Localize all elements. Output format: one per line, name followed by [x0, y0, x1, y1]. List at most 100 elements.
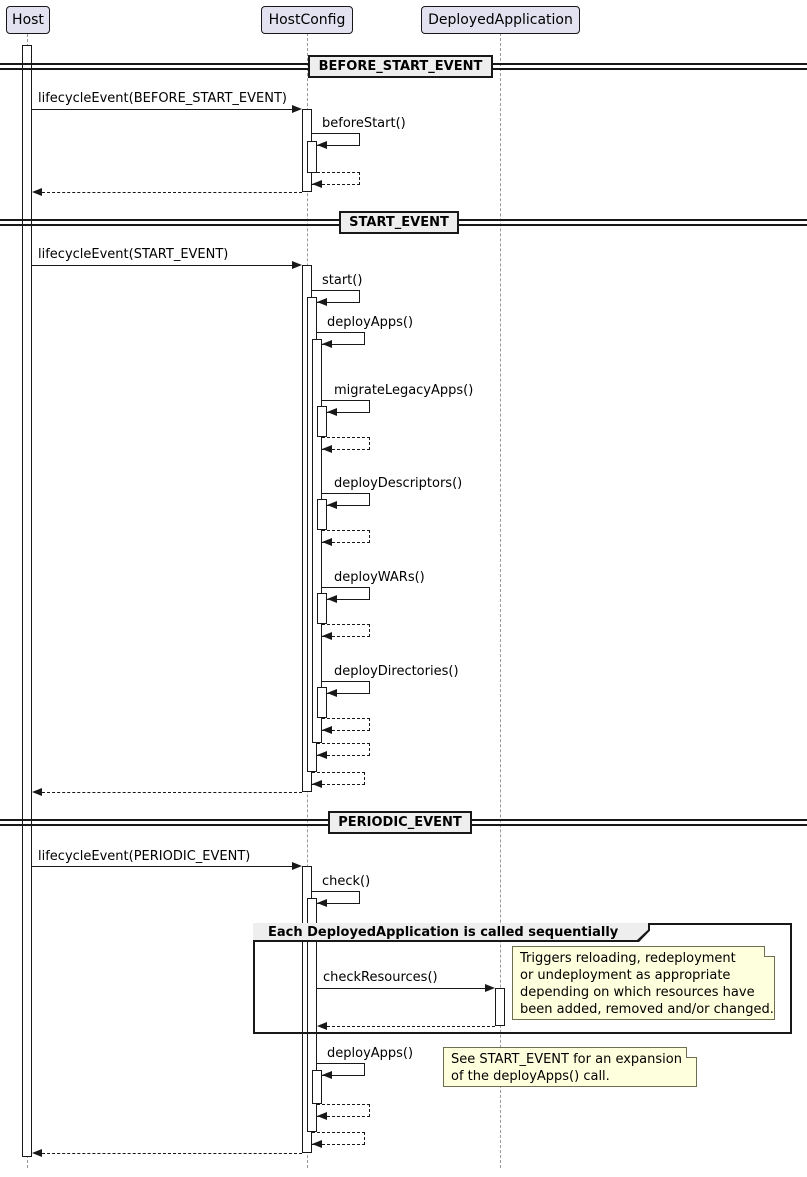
arrowhead [322, 726, 332, 734]
self-return-deploy-directories [322, 718, 370, 731]
arrowhead [312, 780, 322, 788]
return-to-host-periodic [42, 1153, 302, 1154]
activation-bar-host [22, 45, 32, 1157]
note-check-resources: Triggers reloading, redeployment or unde… [512, 946, 775, 1020]
message-label-deploy-descriptors: deployDescriptors() [334, 476, 463, 491]
self-call-before-start [312, 133, 360, 146]
self-return-check [312, 1132, 365, 1145]
return-to-host-start [42, 792, 302, 793]
message-label-before-start: beforeStart() [322, 116, 406, 131]
participant-hostconfig: HostConfig [261, 6, 353, 34]
lifeline-deployedapplication [500, 33, 501, 1168]
note-line: See START_EVENT for an expansion [451, 1052, 682, 1067]
activation-bar-before-start [307, 141, 317, 173]
group-header-fill [253, 923, 648, 940]
divider-periodic-event: PERIODIC_EVENT [328, 811, 472, 834]
activation-bar-deploy-apps-periodic [312, 1070, 322, 1104]
message-label-deploy-directories: deployDirectories() [334, 664, 459, 679]
participant-label: DeployedApplication [428, 12, 573, 28]
self-return-deploy-apps [317, 743, 370, 756]
arrowhead [32, 188, 42, 196]
divider-label: BEFORE_START_EVENT [318, 59, 483, 74]
arrowhead [317, 1022, 327, 1030]
message-label-lifecycle-periodic: lifecycleEvent(PERIODIC_EVENT) [38, 849, 251, 864]
group-header-shape [253, 923, 650, 942]
message-label-check: check() [322, 874, 371, 889]
arrowhead [317, 751, 327, 759]
arrowhead [317, 1112, 327, 1120]
arrowhead [322, 538, 332, 546]
note-fold-icon [686, 1047, 697, 1058]
arrowhead [317, 899, 327, 907]
arrow-lifecycle-start [32, 265, 294, 266]
self-call-deploy-directories [322, 681, 370, 694]
note-deploy-apps: See START_EVENT for an expansion of the … [443, 1047, 697, 1087]
arrowhead [322, 1071, 332, 1079]
message-label-check-resources: checkResources() [323, 970, 438, 985]
activation-bar-migrate-legacy-apps [317, 406, 327, 437]
message-label-lifecycle-before-start: lifecycleEvent(BEFORE_START_EVENT) [38, 91, 287, 106]
arrowhead [327, 595, 337, 603]
arrowhead [312, 1140, 322, 1148]
note-line: depending on which resources have [520, 985, 755, 1000]
self-call-deploy-descriptors [322, 493, 370, 506]
message-label-deploy-wars: deployWARs() [334, 570, 425, 585]
note-line: been added, removed and/or changed. [520, 1002, 774, 1017]
arrowhead [317, 298, 327, 306]
participant-host: Host [6, 6, 50, 34]
arrowhead [485, 984, 495, 992]
return-check-resources [327, 1026, 495, 1027]
self-call-deploy-wars [322, 587, 370, 600]
message-label-migrate-legacy-apps: migrateLegacyApps() [334, 383, 474, 398]
arrowhead [317, 141, 327, 149]
arrowhead [322, 632, 332, 640]
self-call-check [312, 891, 360, 904]
arrowhead [32, 1149, 42, 1157]
arrowhead [327, 689, 337, 697]
activation-bar-deploy-descriptors [317, 499, 327, 530]
activation-bar-deployedapplication [495, 988, 505, 1026]
arrowhead [312, 180, 322, 188]
self-return-migrate-legacy-apps [322, 437, 370, 450]
arrowhead [292, 261, 302, 269]
self-call-migrate-legacy-apps [322, 400, 370, 413]
note-line: Triggers reloading, redeployment [520, 951, 736, 966]
self-return-start [312, 772, 365, 785]
return-to-host-before-start [42, 192, 302, 193]
group-label: Each DeployedApplication is called seque… [268, 925, 619, 940]
note-fold-icon [764, 946, 775, 957]
message-label-deploy-apps-periodic: deployApps() [327, 1046, 414, 1061]
participant-deployedapplication: DeployedApplication [421, 6, 580, 34]
activation-bar-deploy-directories [317, 687, 327, 718]
divider-start-event: START_EVENT [339, 211, 459, 234]
self-call-deploy-apps [317, 332, 365, 345]
participant-label: HostConfig [268, 12, 346, 28]
arrow-lifecycle-periodic [32, 866, 294, 867]
self-return-before-start [312, 172, 360, 185]
arrowhead [292, 105, 302, 113]
self-return-deploy-apps-periodic [317, 1104, 370, 1117]
message-label-lifecycle-start: lifecycleEvent(START_EVENT) [38, 247, 229, 262]
self-return-deploy-descriptors [322, 530, 370, 543]
arrow-check-resources [317, 988, 487, 989]
message-label-deploy-apps: deployApps() [327, 315, 414, 330]
participant-label: Host [12, 12, 44, 28]
activation-bar-check [307, 898, 317, 1132]
activation-bar-deploy-wars [317, 593, 327, 624]
arrowhead [32, 788, 42, 796]
self-call-deploy-apps-periodic [317, 1063, 365, 1076]
arrow-lifecycle-before-start [32, 109, 294, 110]
self-return-deploy-wars [322, 624, 370, 637]
arrowhead [327, 408, 337, 416]
arrowhead [322, 340, 332, 348]
arrowhead [327, 501, 337, 509]
activation-bar-deploy-apps [312, 339, 322, 743]
divider-label: START_EVENT [349, 215, 449, 230]
self-call-start [312, 290, 360, 303]
message-label-start: start() [322, 273, 363, 288]
divider-before-start-event: BEFORE_START_EVENT [308, 55, 493, 78]
arrowhead [292, 862, 302, 870]
arrowhead [322, 445, 332, 453]
divider-label: PERIODIC_EVENT [338, 815, 462, 830]
